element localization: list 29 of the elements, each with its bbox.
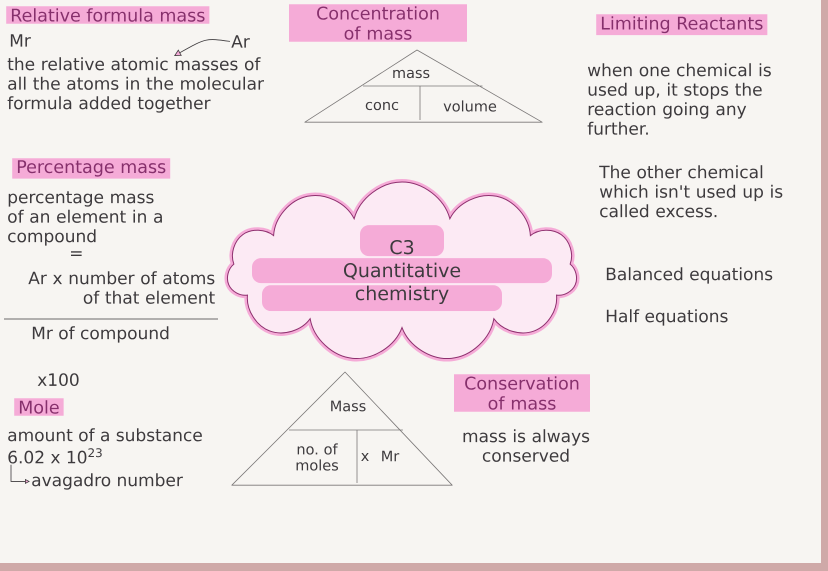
triangle-label: mass: [393, 70, 430, 78]
highlighted-heading: Limiting Reactants: [596, 14, 768, 36]
title-cloud: C3 Quantitative chemistry: [224, 179, 580, 362]
highlighted-heading: Conservation of mass: [454, 374, 590, 412]
triangle-label: conc: [366, 102, 398, 110]
note-text: avagadro number: [32, 473, 183, 490]
note-text: x100: [38, 373, 79, 386]
note-text: Mr of compound: [32, 326, 168, 343]
triangle-label: volume: [444, 100, 496, 112]
triangle-label: Mr: [382, 450, 400, 462]
note-text: 6.02 x 10$^{23}$: [8, 448, 102, 464]
triangle-label: no. of moles: [296, 443, 338, 471]
highlighted-heading: Relative formula mass: [6, 6, 210, 24]
highlighted-heading: Mole: [14, 398, 64, 416]
highlighted-heading: Concentration of mass: [289, 4, 467, 42]
note-text: Balanced equations: [606, 267, 772, 284]
note-text: percentage mass of an element in a compound: [8, 191, 162, 246]
note-text: the relative atomic masses of all the atoms in the molecular formula added together: [8, 57, 264, 113]
note-text: =: [71, 251, 82, 256]
highlighted-heading: Percentage mass: [12, 158, 170, 179]
note-text: when one chemical is used up, it stops the reaction going any further.: [588, 63, 771, 135]
leader-arrow: [174, 39, 230, 56]
triangle-label: Mass: [331, 400, 366, 412]
note-text: amount of a substance: [8, 428, 202, 442]
triangle-label: x: [361, 453, 369, 461]
note-text: Half equations: [606, 309, 728, 326]
note-text: The other chemical which isn't used up is called excess.: [599, 165, 782, 218]
annotation-text: Ar: [231, 35, 250, 48]
note-text: mass is always conserved: [464, 429, 590, 462]
